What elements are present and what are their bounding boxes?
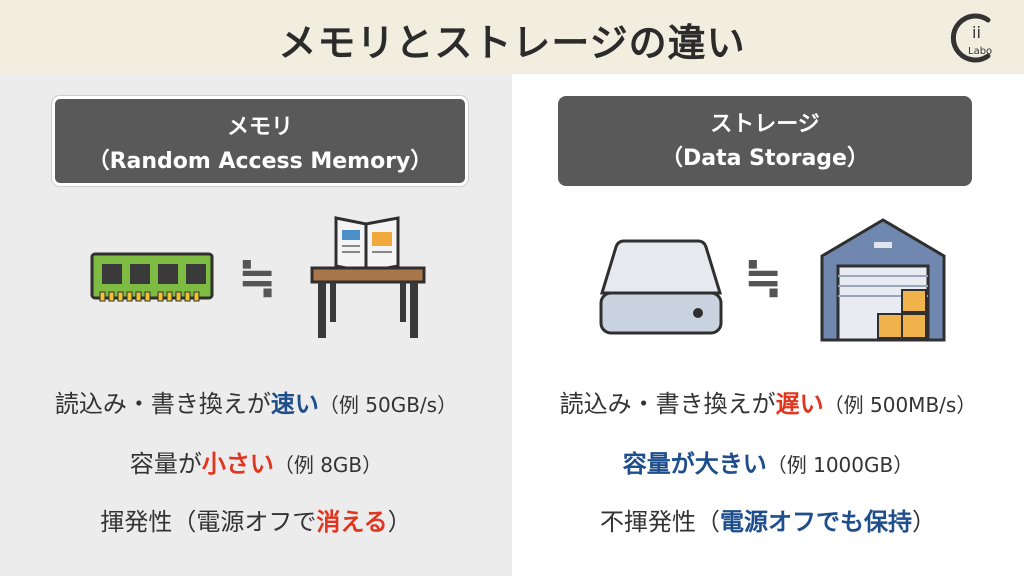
- memory-approx-symbol: ≒: [238, 250, 277, 304]
- memory-volatility-post: ）: [387, 508, 412, 536]
- memory-capacity-line: 容量が小さい（例 8GB）: [0, 444, 512, 479]
- memory-volatility-pre: 揮発性（電源オフで: [100, 508, 317, 536]
- memory-speed-line: 読込み・書き換えが速い（例 50GB/s）: [0, 384, 512, 419]
- storage-volatility-line: 不揮発性（電源オフでも保持）: [512, 502, 1024, 537]
- storage-volatility-pre: 不揮発性（: [600, 508, 720, 536]
- storage-speed-highlight: 遅い: [775, 390, 824, 418]
- storage-capacity-example: （例 1000GB）: [766, 453, 914, 477]
- storage-label-box: ストレージ （Data Storage）: [558, 96, 972, 186]
- chii-labo-logo-icon: ii Labo: [950, 13, 992, 63]
- storage-approx-symbol: ≒: [744, 250, 783, 304]
- memory-capacity-highlight: 小さい: [201, 450, 274, 478]
- ram-module-icon: [90, 252, 214, 302]
- memory-speed-example: （例 50GB/s）: [318, 393, 458, 417]
- storage-label-subtitle: （Data Storage）: [661, 146, 869, 171]
- logo-text-top: ii: [972, 23, 981, 42]
- storage-speed-example: （例 500MB/s）: [823, 393, 977, 417]
- memory-label-subtitle: （Random Access Memory）: [87, 149, 433, 174]
- warehouse-icon: [820, 218, 946, 342]
- memory-volatility-line: 揮発性（電源オフで消える）: [0, 502, 512, 537]
- memory-capacity-pre: 容量が: [129, 450, 202, 478]
- memory-capacity-example: （例 8GB）: [273, 453, 383, 477]
- memory-label-box: メモリ （Random Access Memory）: [52, 96, 468, 186]
- hard-drive-icon: [599, 239, 723, 335]
- storage-speed-line: 読込み・書き換えが遅い（例 500MB/s）: [512, 384, 1024, 419]
- storage-label-title: ストレージ: [710, 112, 820, 137]
- memory-speed-highlight: 速い: [270, 390, 319, 418]
- memory-speed-pre: 読込み・書き換えが: [54, 390, 271, 418]
- logo-text-bottom: Labo: [968, 46, 992, 57]
- storage-capacity-highlight: 容量が大きい: [622, 450, 767, 478]
- memory-label-title: メモリ: [226, 115, 293, 140]
- storage-capacity-line: 容量が大きい（例 1000GB）: [512, 444, 1024, 479]
- page-title: メモリとストレージの違い: [278, 21, 746, 65]
- storage-speed-pre: 読込み・書き換えが: [559, 390, 776, 418]
- memory-volatility-highlight: 消える: [316, 508, 388, 536]
- header-bar: [0, 0, 1024, 74]
- desk-with-book-icon: [310, 216, 426, 338]
- storage-volatility-highlight: 電源オフでも保持: [720, 508, 912, 536]
- storage-volatility-post: ）: [912, 508, 936, 536]
